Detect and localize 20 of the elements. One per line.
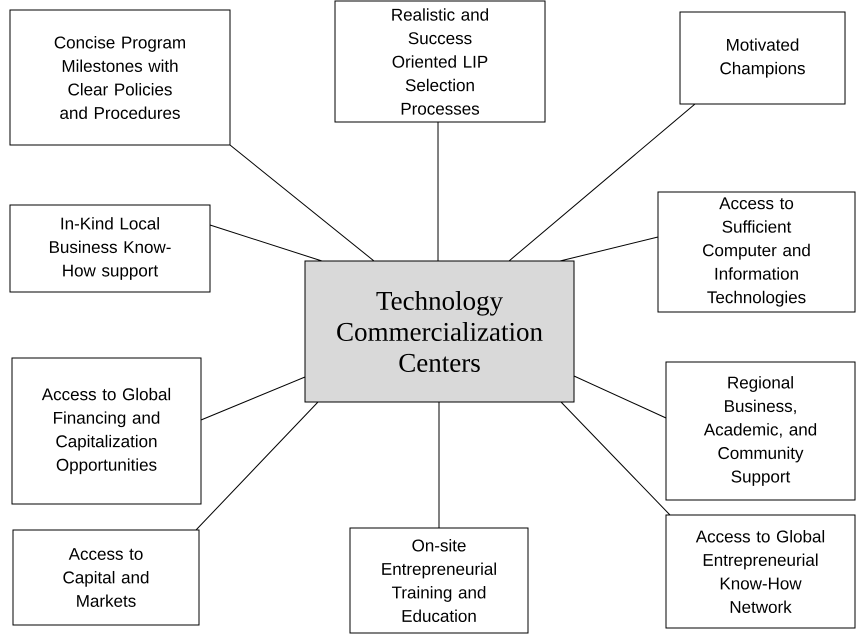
connector-line — [210, 224, 322, 262]
connector-line — [196, 402, 318, 530]
center-box: Technology Commercialization Centers — [304, 260, 574, 402]
connector-line — [230, 144, 374, 262]
factor-box: Realistic and Success Oriented LIP Selection Processes — [334, 0, 546, 122]
factor-box: Motivated Champions — [680, 12, 846, 104]
factor-box: Regional Business, Academic, and Community Support — [666, 362, 856, 500]
factor-box: Access to Global Financing and Capitalization Opportunities — [12, 358, 202, 504]
connector-line — [438, 402, 440, 528]
connector-line — [508, 104, 696, 262]
factor-box: Access to Capital and Markets — [12, 530, 200, 626]
connector-line — [560, 402, 670, 516]
factor-box: On-site Entrepreneurial Training and Education — [350, 528, 528, 634]
connector-line — [560, 236, 658, 262]
factor-box: In-Kind Local Business Know-How support — [10, 204, 210, 292]
connector-line — [574, 376, 666, 418]
factor-box: Access to Global Entrepreneurial Know-How Network — [666, 514, 856, 628]
connector-line — [200, 376, 306, 420]
factor-box: Access to Sufficient Computer and Information Technologies — [658, 192, 856, 312]
factor-box: Concise Program Milestones with Clear Policies and Procedures — [10, 10, 230, 146]
